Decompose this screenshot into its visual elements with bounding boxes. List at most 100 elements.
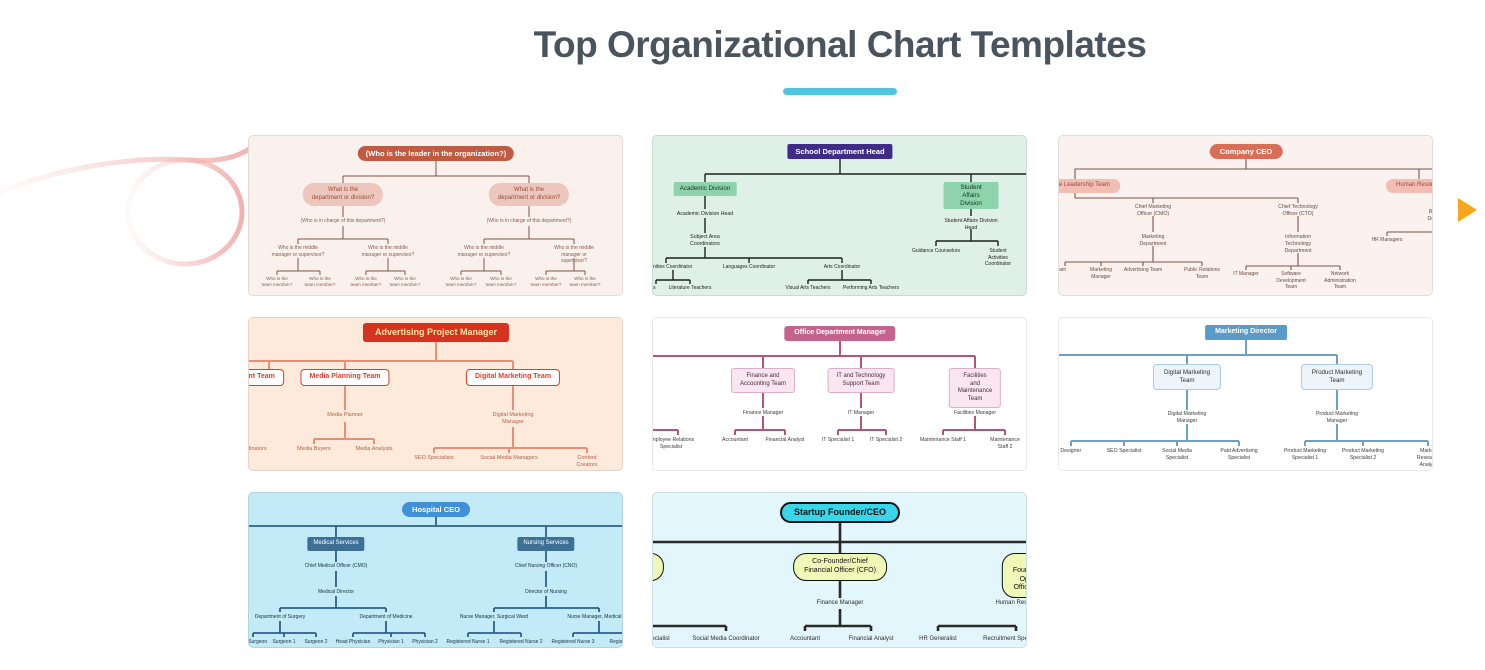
org-node: Media Planning Team — [300, 369, 390, 386]
org-node: Digital Marketing Team — [1152, 364, 1222, 390]
org-node: IT Specialist 2 — [869, 437, 903, 443]
org-node: Student Activities Coordinator — [984, 248, 1012, 267]
template-card-advertising-project-manager[interactable]: Advertising Project Manager Account Team… — [248, 317, 623, 471]
org-node: Who is the middle manager or supervisor? — [554, 245, 594, 264]
org-node: Product Marketing Specialist 2 — [1341, 448, 1385, 461]
org-node: Co-Founder/Chief Financial Officer (CFO) — [793, 553, 887, 581]
org-node: Financial Analyst — [765, 437, 805, 443]
org-node: Who is the team member? — [445, 276, 477, 287]
org-node: Accountant — [722, 437, 748, 443]
template-card-marketing-director[interactable]: Marketing Director Digital Marketing Tea… — [1058, 317, 1433, 471]
org-node: Financial Analyst — [848, 636, 894, 642]
org-node: Student Affairs Division — [943, 182, 999, 210]
org-node: Who is the team member? — [261, 276, 293, 287]
carousel-next-arrow-icon[interactable] — [1458, 198, 1477, 222]
org-node: Executive Leadership Team — [1059, 179, 1120, 193]
org-node: Who is the team member? — [304, 276, 336, 287]
org-node: Chief Nursing Officer (CNO) — [514, 563, 578, 569]
org-node: Human Resources Team — [1386, 179, 1432, 193]
connector-lines — [276, 160, 586, 275]
template-card-hospital-ceo[interactable]: Hospital CEO Medical Services Nursing Se… — [248, 492, 623, 648]
org-node: (Who is in charge of this department?) — [300, 218, 386, 224]
connector-lines — [1064, 159, 1432, 270]
org-node: Guidance Counselors — [911, 248, 961, 254]
org-node: Chief Marketing Officer (CMO) — [1134, 204, 1172, 217]
org-node: Chief Medical Officer (CMO) — [304, 563, 368, 569]
template-card-leader-questions[interactable]: (Who is the leader in the organization?)… — [248, 135, 623, 296]
org-node: Academic Division Head — [676, 211, 734, 217]
org-node: IT Manager — [847, 410, 875, 416]
org-node: Market Research Analyst — [1416, 448, 1433, 468]
org-node: Product Marketing Specialist 1 — [1283, 448, 1327, 461]
org-node: Arts Coordinator — [823, 264, 861, 270]
org-node: Registered Nurse 1 — [446, 639, 490, 645]
org-node: Marketing Manager — [1090, 267, 1112, 280]
org-node: Physician 2 — [412, 639, 438, 645]
org-node: (Who is in charge of this department?) — [486, 218, 572, 224]
template-card-office-department-manager[interactable]: Office Department Manager Finance and Ac… — [652, 317, 1027, 471]
org-node: Human Resources Manager — [995, 600, 1027, 606]
t1-root-node: (Who is the leader in the organization?) — [357, 146, 515, 162]
org-node: Department of Surgery — [254, 614, 306, 620]
org-node: Who is the team member? — [569, 276, 601, 287]
t5-root-node: Office Department Manager — [784, 326, 896, 341]
org-node: Social Media Coordinator — [692, 636, 760, 642]
org-node: Performing Arts Teachers — [842, 285, 900, 291]
org-node: SEO Specialist — [1106, 448, 1142, 454]
org-node: Recruitment Specialist — [983, 636, 1026, 642]
org-node: Media Buyers — [297, 446, 331, 452]
org-node: Public Relations Team — [1184, 267, 1220, 280]
org-node: Advertising Team — [1123, 267, 1163, 273]
org-node: Head Surgeon — [248, 639, 268, 645]
org-node: Finance Manager — [742, 410, 784, 416]
org-node: Who is the team member? — [485, 276, 517, 287]
decorative-swirl — [0, 139, 261, 267]
connector-lines — [249, 516, 622, 637]
template-card-company-ceo[interactable]: Company CEO Executive Leadership Team Hu… — [1058, 135, 1433, 296]
org-node: Marketing Department — [1139, 234, 1167, 247]
org-node: Medical Director — [317, 589, 355, 595]
org-node: Chief Technology Officer (CTO) — [1278, 204, 1318, 217]
org-node: Social Media Managers — [480, 455, 538, 461]
org-node: Director of Nursing — [525, 589, 567, 595]
org-node: Who is the middle manager or supervisor? — [271, 245, 325, 258]
org-node: HR Managers — [1371, 237, 1403, 243]
org-node: Digital Marketing Team — [465, 369, 561, 386]
org-node: Media Analysts — [355, 446, 393, 452]
t8-root-node: Startup Founder/CEO — [780, 502, 900, 524]
org-node: Who is the team member? — [389, 276, 421, 287]
org-node: Student Affairs Division Head — [944, 218, 998, 231]
template-card-school-department-head[interactable]: School Department Head Academic Division… — [652, 135, 1027, 296]
t3-root-node: Company CEO — [1209, 144, 1283, 160]
org-node: Content Creators — [576, 455, 598, 469]
org-node: Visual Arts Teachers — [785, 285, 831, 291]
t7-root-node: Hospital CEO — [402, 502, 470, 518]
org-node: Registered Nurse 4 — [609, 639, 623, 645]
connector-lines — [655, 159, 1026, 284]
org-node: Head Physician — [335, 639, 371, 645]
org-node: Digital Marketing Manager — [492, 412, 534, 426]
org-node: Maintenance Staff 2 — [990, 437, 1020, 450]
connector-lines — [249, 341, 588, 453]
org-node: What is the department or division? — [302, 183, 384, 206]
t4-root-node: Advertising Project Manager — [362, 323, 510, 343]
org-node: Co-Founder/Chief Operating Officer (COO) — [1001, 553, 1026, 598]
org-node: IT Specialist 1 — [821, 437, 855, 443]
org-node: IT and Technology Support Team — [827, 368, 895, 393]
org-node: Sales Team — [1059, 267, 1067, 273]
org-node: Product Marketing Team — [1300, 364, 1374, 390]
org-node: Account Team — [249, 369, 284, 386]
org-node: Registered Nurse 2 — [499, 639, 543, 645]
org-node: Surgeon 1 — [272, 639, 296, 645]
org-node: Languages Coordinator — [722, 264, 776, 270]
org-node: Humanities Coordinator — [653, 264, 693, 270]
org-node: Product Marketing Manager — [1315, 411, 1359, 424]
org-node: Digital Marketing Manager — [1167, 411, 1207, 424]
org-node: Finance Manager — [816, 600, 864, 606]
org-node: Marketing Specialist — [652, 636, 670, 642]
org-node: Who is the middle manager or supervisor? — [361, 245, 415, 258]
org-node: HR Generalist — [919, 636, 957, 642]
connector-lines — [1059, 339, 1429, 446]
template-card-startup-founder-ceo[interactable]: Startup Founder/CEO Co-Founder/Chief Mar… — [652, 492, 1027, 648]
